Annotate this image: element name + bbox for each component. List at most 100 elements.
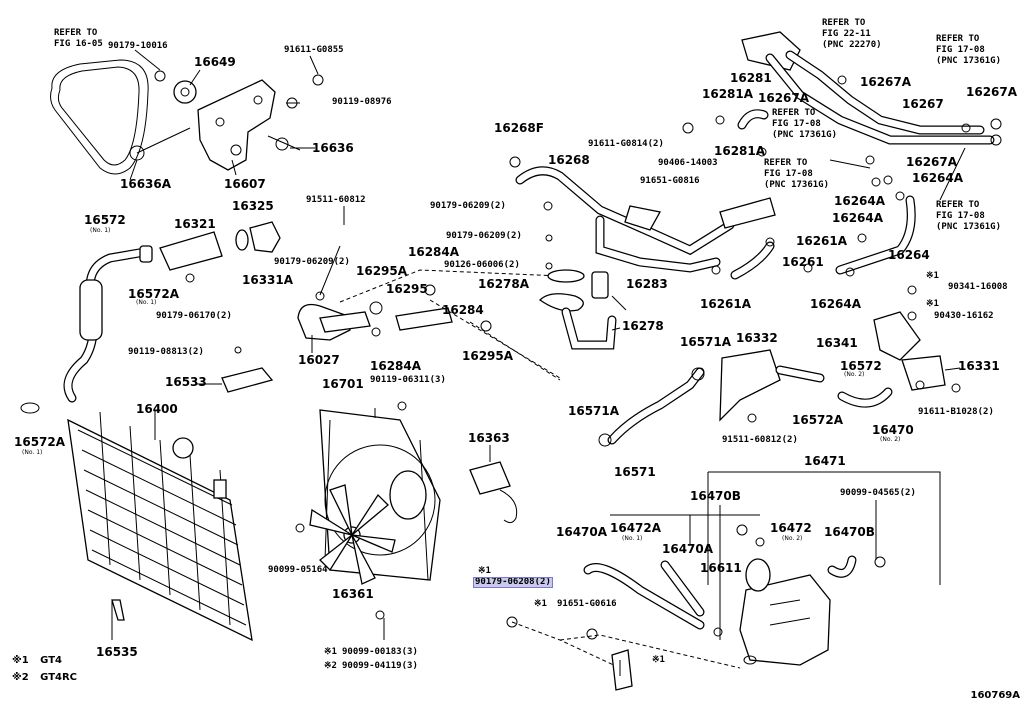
part-number[interactable]: 90099-00183(3) (342, 647, 418, 657)
part-label[interactable]: 16607 (224, 177, 266, 191)
part-label[interactable]: 16470B (690, 489, 741, 503)
part-label[interactable]: 16571A (568, 404, 620, 418)
part-label[interactable]: 16261 (782, 255, 824, 269)
part-label[interactable]: 16472 (770, 521, 812, 535)
part-label[interactable]: 16571 (614, 465, 656, 479)
part-number[interactable]: 90099-04119(3) (342, 661, 418, 671)
part-label[interactable]: 16535 (96, 645, 138, 659)
part-label[interactable]: 16268 (548, 153, 590, 167)
part-label[interactable]: 16572 (84, 213, 126, 227)
legend-text: GT4 (40, 655, 62, 666)
part-label[interactable]: 16472A (610, 521, 662, 535)
part-label[interactable]: 16295 (386, 282, 428, 296)
part-label[interactable]: 16264A (832, 211, 884, 225)
mark: ※2 (324, 661, 337, 671)
legend-mark: ※2 (12, 672, 29, 683)
part-label[interactable]: 16278 (622, 319, 664, 333)
part-label[interactable]: 16267 (902, 97, 944, 111)
part-number[interactable]: 90406-14003 (658, 158, 718, 168)
part-number[interactable]: 91651-G0816 (640, 176, 700, 186)
part-number[interactable]: 90119-08813(2) (128, 347, 204, 357)
part-number[interactable]: 90179-06170(2) (156, 311, 232, 321)
part-label[interactable]: 16284 (442, 303, 484, 317)
part-label[interactable]: 16267A (966, 85, 1018, 99)
part-number[interactable]: 90179-06209(2) (430, 201, 506, 211)
part-label[interactable]: 16341 (816, 336, 858, 350)
part-label[interactable]: 16284A (408, 245, 460, 259)
part-label[interactable]: 16572A (792, 413, 844, 427)
drive-belt (50, 59, 191, 175)
part-label[interactable]: 16264 (888, 248, 930, 262)
ref-fig17-08-c: REFER TO FIG 17-08 (PNC 17361G) (764, 158, 830, 190)
part-label[interactable]: 16281A (714, 144, 766, 158)
part-number[interactable]: 90119-06311(3) (370, 375, 446, 385)
part-label[interactable]: 16572A (128, 287, 180, 301)
part-label[interactable]: 16332 (736, 331, 778, 345)
part-number[interactable]: 91611-G0814(2) (588, 139, 664, 149)
part-number[interactable]: 90179-06209(2) (446, 231, 522, 241)
part-label[interactable]: 16278A (478, 277, 530, 291)
part-label[interactable]: 16264A (810, 297, 862, 311)
part-label[interactable]: 16533 (165, 375, 207, 389)
reservoir-callouts (610, 471, 941, 640)
part-label[interactable]: 16281A (702, 87, 754, 101)
water-inlet (297, 284, 492, 411)
part-label[interactable]: 16331A (242, 273, 294, 287)
part-number[interactable]: 91511-60812 (306, 195, 366, 205)
part-label[interactable]: 16571A (680, 335, 732, 349)
part-label[interactable]: 16470B (824, 525, 875, 539)
part-label[interactable]: 16611 (700, 561, 742, 575)
part-label[interactable]: 16321 (174, 217, 216, 231)
part-number[interactable]: 90179-06209(2) (274, 257, 350, 267)
part-label[interactable]: 16636 (312, 141, 354, 155)
part-label[interactable]: 16363 (468, 431, 510, 445)
part-number[interactable]: 90099-04565(2) (840, 488, 916, 498)
part-label[interactable]: 16361 (332, 587, 374, 601)
part-label[interactable]: 16027 (298, 353, 340, 367)
part-label[interactable]: 16267A (906, 155, 958, 169)
part-label[interactable]: 16400 (136, 402, 178, 416)
part-label[interactable]: 16264A (834, 194, 886, 208)
part-label[interactable]: 16471 (804, 454, 846, 468)
part-number[interactable]: 91511-60812(2) (722, 435, 798, 445)
part-label[interactable]: 16295A (462, 349, 514, 363)
part-label[interactable]: 16701 (322, 377, 364, 391)
part-label[interactable]: 16572A (14, 435, 66, 449)
bracket-16611 (506, 616, 741, 691)
part-label[interactable]: 16261A (700, 297, 752, 311)
note: (No. 2) (844, 371, 865, 378)
radiator (20, 346, 253, 642)
hose-16278 (538, 234, 617, 350)
bracket-16533 (221, 367, 274, 393)
bypass-pipe (509, 156, 776, 273)
part-label[interactable]: 16284A (370, 359, 422, 373)
part-label[interactable]: 16649 (194, 55, 236, 69)
part-number[interactable]: 90430-16162 (934, 311, 994, 321)
part-label[interactable]: 16283 (626, 277, 668, 291)
highlighted-part-number[interactable]: 90179-06208(2) (473, 577, 553, 588)
part-number[interactable]: 90126-06006(2) (444, 260, 520, 270)
part-label[interactable]: 16470A (556, 525, 608, 539)
part-label[interactable]: 16331 (958, 359, 1000, 373)
part-label[interactable]: 16295A (356, 264, 408, 278)
part-number[interactable]: 90099-05164 (268, 565, 328, 575)
part-label[interactable]: 16267A (758, 91, 810, 105)
part-number[interactable]: 90119-08976 (332, 97, 392, 107)
part-label[interactable]: 16281 (730, 71, 772, 85)
part-number[interactable]: 91651-G0616 (557, 599, 617, 609)
part-label[interactable]: 16470 (872, 423, 914, 437)
part-label[interactable]: 16470A (662, 542, 714, 556)
part-label[interactable]: 16264A (912, 171, 964, 185)
part-label[interactable]: 16268F (494, 121, 544, 135)
part-label[interactable]: 16572 (840, 359, 882, 373)
part-number[interactable]: 90341-16008 (948, 282, 1008, 292)
part-number[interactable]: 90179-10016 (108, 41, 168, 51)
part-label[interactable]: 16636A (120, 177, 172, 191)
part-number[interactable]: 91611-B1028(2) (918, 407, 994, 417)
part-label[interactable]: 16325 (232, 199, 274, 213)
part-label[interactable]: 16261A (796, 234, 848, 248)
upper-hose (63, 245, 153, 403)
part-number[interactable]: 91611-G0855 (284, 45, 344, 55)
part-label[interactable]: 16267A (860, 75, 912, 89)
